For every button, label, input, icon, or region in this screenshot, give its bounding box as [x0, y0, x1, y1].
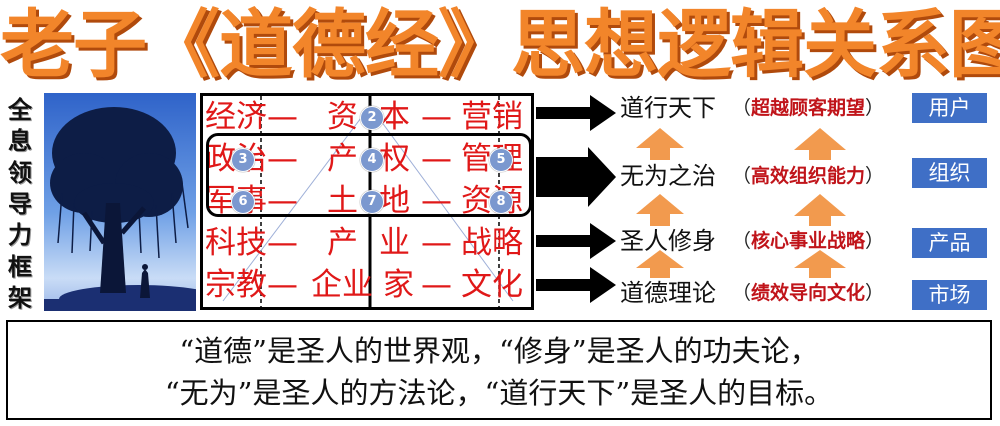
right-sub-label: （高效组织能力）: [732, 161, 884, 191]
arrow-up-icon: [794, 194, 846, 226]
right-sub-text: 核心事业战略: [751, 230, 866, 252]
arrow-right-icon: [536, 95, 616, 131]
right-main-label: 道行天下: [620, 94, 716, 122]
paren: ）: [865, 97, 885, 119]
arrow-right-icon: [536, 223, 616, 259]
grid-cell: 产: [327, 225, 358, 261]
number-badge: 2: [360, 106, 384, 130]
grid-row: 经济 — 资 本 — 营销: [203, 98, 531, 136]
grid-sep: —: [267, 99, 298, 135]
paren: ）: [865, 282, 885, 304]
side-label-char: 导: [8, 189, 32, 218]
number-badge: 7: [360, 190, 384, 214]
arrow-up-icon: [636, 128, 684, 160]
right-sub-label: （核心事业战略）: [732, 226, 884, 256]
right-sub-text: 超越顾客期望: [751, 97, 866, 119]
side-label-char: 息: [8, 127, 32, 156]
grid-row: 科技 — 产 业 — 战略: [203, 224, 531, 262]
arrow-right-icon: [536, 147, 616, 207]
grid-cell: 权: [379, 141, 410, 177]
paren: （: [732, 230, 752, 252]
grid-cell: 家: [383, 267, 414, 303]
arrow-right-icon: [536, 267, 616, 303]
category-box: 用户: [912, 93, 987, 123]
arrow-up-icon: [636, 250, 684, 278]
grid-cell: 产: [327, 141, 358, 177]
right-main-label: 无为之治: [620, 162, 716, 190]
grid-cell: 地: [379, 183, 410, 219]
paren: ）: [865, 165, 885, 187]
number-badge: 5: [489, 148, 513, 172]
side-label-char: 架: [8, 283, 32, 312]
grid-sep: —: [421, 267, 452, 303]
up-arrows: [636, 128, 846, 278]
number-badge: 8: [489, 190, 513, 214]
right-sub-label: （超越顾客期望）: [732, 93, 884, 123]
grid-cell: 经济: [205, 99, 267, 135]
paren: （: [732, 97, 752, 119]
grid-sep: —: [267, 225, 298, 261]
right-main-label: 圣人修身: [620, 227, 716, 255]
side-label-char: 框: [8, 252, 32, 281]
grid-cell: 本: [379, 99, 410, 135]
grid-sep: —: [267, 183, 298, 219]
right-main-label: 道德理论: [620, 279, 716, 307]
paren: （: [732, 165, 752, 187]
right-sub-text: 高效组织能力: [751, 165, 866, 187]
tree-image: [44, 93, 196, 311]
grid-cell: 企业: [311, 267, 373, 303]
grid-cell: 宗教: [205, 267, 267, 303]
category-box: 组织: [912, 158, 987, 188]
category-box: 产品: [912, 228, 987, 258]
side-label-char: 领: [8, 158, 32, 187]
category-box: 市场: [912, 280, 987, 310]
quote-line: “道德”是圣人的世界观，“修身”是圣人的功夫论，: [179, 334, 819, 368]
quote-line: “无为”是圣人的方法论，“道行天下”是圣人的目标。: [164, 376, 834, 410]
grid-cell: 土: [327, 183, 358, 219]
highlight-frame: [206, 133, 532, 217]
side-label-char: 力: [8, 221, 32, 250]
arrow-up-icon: [636, 194, 684, 226]
page-title: 老子《道德经》思想逻辑关系图: [0, 2, 1000, 88]
arrow-up-icon: [794, 250, 846, 278]
grid-sep: —: [421, 99, 452, 135]
grid-cell: 战略: [461, 225, 523, 261]
number-badge: 4: [360, 148, 384, 172]
grid-cell: 业: [379, 225, 410, 261]
grid-cell: 文化: [461, 267, 523, 303]
right-sub-text: 绩效导向文化: [751, 282, 866, 304]
grid-sep: —: [421, 141, 452, 177]
side-label-char: 全: [8, 96, 32, 124]
quote-box: “道德”是圣人的世界观，“修身”是圣人的功夫论， “无为”是圣人的方法论，“道行…: [6, 320, 992, 420]
grid-cell: 资: [327, 99, 358, 135]
grid-sep: —: [267, 141, 298, 177]
grid-sep: —: [421, 225, 452, 261]
arrow-up-icon: [794, 128, 846, 160]
grid-cell: 营销: [461, 99, 523, 135]
grid-cell: 科技: [205, 225, 267, 261]
grid-panel: 经济 — 资 本 — 营销 政治 — 产 权 — 管理 军事 — 土 地 — 资…: [200, 93, 534, 310]
side-label: 全 息 领 导 力 框 架: [4, 96, 36, 312]
grid-sep: —: [267, 267, 298, 303]
grid-sep: —: [421, 183, 452, 219]
paren: （: [732, 282, 752, 304]
right-sub-label: （绩效导向文化）: [732, 278, 884, 308]
paren: ）: [865, 230, 885, 252]
grid-row: 宗教 — 企业 家 — 文化: [203, 266, 531, 304]
number-badge: 3: [231, 148, 255, 172]
right-arrows: [536, 95, 616, 303]
number-badge: 6: [231, 190, 255, 214]
